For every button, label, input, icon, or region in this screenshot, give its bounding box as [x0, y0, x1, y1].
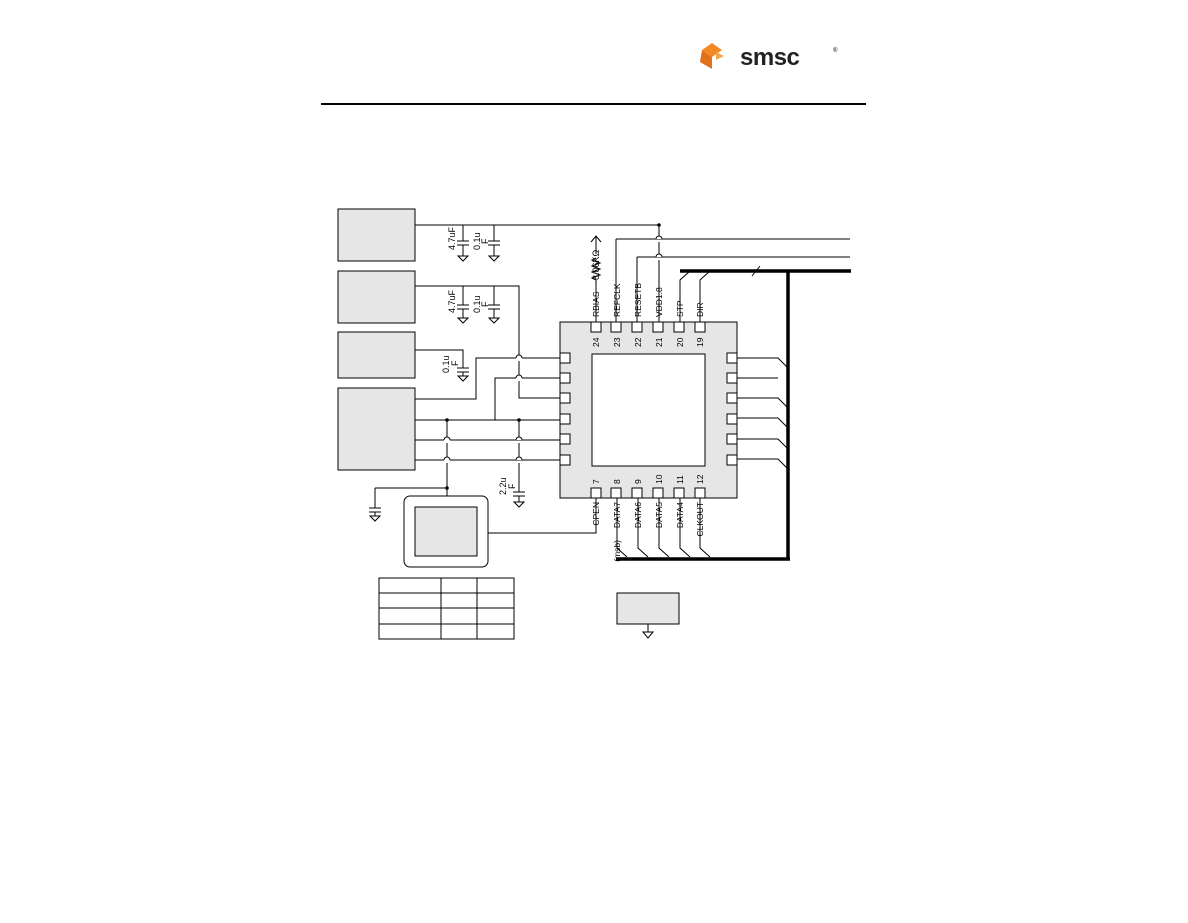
- cap-c6-label-2: F: [507, 483, 517, 489]
- smsc-logo: smsc ®: [700, 43, 838, 71]
- cap-c6-label-1: 2.2u: [498, 477, 508, 495]
- component-labels: 8.06KΩ 4.7uF 0.1u F 4.7uF 0.1u F 0.1u F …: [441, 226, 601, 495]
- connector-body: [414, 506, 478, 557]
- pin-8-number: 8: [612, 479, 622, 484]
- capacitor-c4: [487, 304, 501, 324]
- cap-c2-label-1: 0.1u: [472, 232, 482, 250]
- pin-19-name: DIR: [695, 302, 705, 317]
- cap-c4-label-2: F: [480, 301, 490, 307]
- capacitor-c5: [456, 367, 470, 382]
- pin-10-name: DATA5: [654, 502, 664, 528]
- logo-registered-mark: ®: [833, 47, 838, 54]
- cap-c5-label-2: F: [450, 360, 460, 366]
- ic-left-pads: [559, 352, 571, 466]
- block-2: [337, 270, 416, 324]
- capacitor-c6: [512, 491, 526, 508]
- pin-22-number: 22: [633, 337, 643, 347]
- capacitor-c1: [456, 240, 470, 262]
- wire-hops: [443, 235, 663, 461]
- pin-10-number: 10: [654, 474, 664, 484]
- pin-9-number: 9: [633, 479, 643, 484]
- resistor-label: 8.06KΩ: [591, 249, 601, 280]
- ground-block-body: [616, 592, 680, 625]
- capacitor-c7: [368, 507, 382, 522]
- cap-c3-label: 4.7uF: [447, 289, 457, 313]
- capacitors: [368, 235, 602, 522]
- pin-11-name: DATA4: [675, 502, 685, 528]
- bottom-connector: [403, 495, 489, 568]
- msb-label: (msb): [612, 540, 622, 562]
- ic-top-pads: [590, 321, 706, 333]
- junction-dots: [445, 223, 661, 490]
- pin-22-name: RESETB: [633, 283, 643, 317]
- pin-21-number: 21: [654, 337, 664, 347]
- ground-symbol: [641, 624, 655, 639]
- ground-block: [616, 592, 680, 639]
- ic-bottom-pads: [590, 487, 706, 499]
- main-ic: [559, 321, 738, 499]
- pin-24-number: 24: [591, 337, 601, 347]
- logo-text: smsc: [740, 44, 800, 71]
- block-4: [337, 387, 416, 471]
- ic-right-pads: [726, 352, 738, 466]
- data-bus: [616, 269, 851, 561]
- cap-c4-label-1: 0.1u: [472, 295, 482, 313]
- cap-c2-label-2: F: [480, 238, 490, 244]
- pin-20-number: 20: [675, 337, 685, 347]
- block-1: [337, 208, 416, 262]
- capacitor-c3: [456, 304, 470, 324]
- block-3: [337, 331, 416, 379]
- pin-24-name: RBIAS: [591, 291, 601, 317]
- pin-21-name: VDD1.8: [654, 287, 664, 317]
- pin-23-number: 23: [612, 337, 622, 347]
- resistor-supply-arrow: [590, 235, 602, 245]
- bottom-pin-labels: 7 8 9 10 11 12 CPEN DATA7 DATA6 DATA5 DA…: [591, 474, 705, 561]
- wires: [374, 224, 850, 558]
- pin-20-name: STP: [675, 300, 685, 317]
- pin-8-name: DATA7: [612, 502, 622, 528]
- pin-9-name: DATA6: [633, 502, 643, 528]
- pin-11-number: 11: [675, 475, 685, 484]
- empty-table: [378, 577, 515, 640]
- pin-7-number: 7: [591, 479, 601, 484]
- pin-12-number: 12: [695, 474, 705, 484]
- cap-c1-label: 4.7uF: [447, 226, 457, 250]
- cap-c5-label-1: 0.1u: [441, 355, 451, 373]
- pin-19-number: 19: [695, 337, 705, 347]
- top-pin-labels: RBIAS REFCLK RESETB VDD1.8 STP DIR 24 23…: [591, 283, 705, 347]
- pin-7-name: CPEN: [591, 502, 601, 526]
- pin-23-name: REFCLK: [612, 283, 622, 317]
- ic-die-pad: [591, 353, 706, 467]
- capacitor-c2: [487, 240, 501, 262]
- pin-12-name: CLKOUT: [695, 502, 705, 536]
- smsc-logo-icon: [700, 43, 724, 69]
